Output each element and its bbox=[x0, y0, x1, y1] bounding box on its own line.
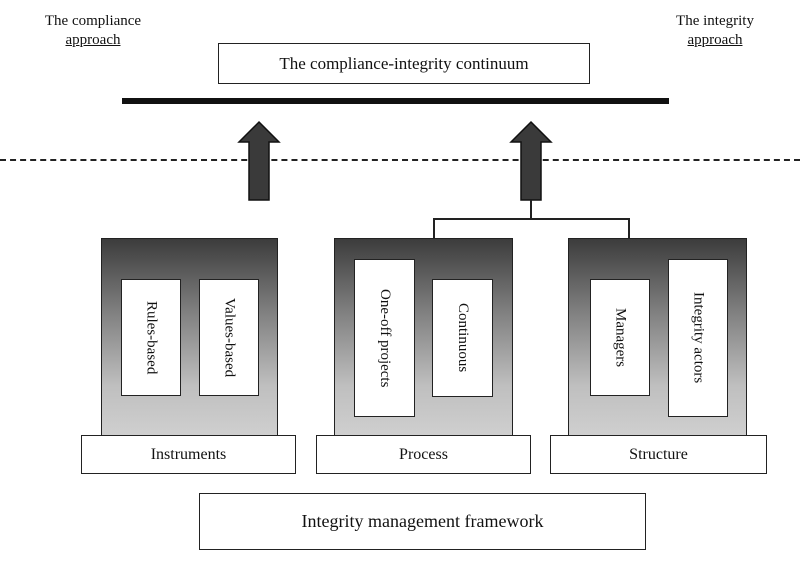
up-arrow-left bbox=[237, 120, 281, 201]
structure-label: Structure bbox=[629, 445, 688, 463]
process-label: Process bbox=[399, 445, 448, 463]
framework-box: Integrity management framework bbox=[199, 493, 646, 550]
structure-label-box: Structure bbox=[550, 435, 767, 474]
continuum-label: The compliance-integrity continuum bbox=[279, 53, 529, 73]
integrity-actors-box: Integrity actors bbox=[668, 259, 728, 417]
continuum-box: The compliance-integrity continuum bbox=[218, 43, 590, 84]
continuous-box: Continuous bbox=[432, 279, 493, 397]
instruments-label: Instruments bbox=[150, 445, 227, 463]
integrity-approach-line2: approach bbox=[687, 32, 743, 48]
one-off-projects-box: One-off projects bbox=[354, 259, 415, 417]
dashed-divider bbox=[0, 159, 800, 161]
integrity-approach-label: The integrity approach bbox=[660, 12, 770, 50]
bracket-stem bbox=[530, 200, 532, 218]
instruments-label-box: Instruments bbox=[81, 435, 296, 474]
compliance-approach-label: The compliance approach bbox=[28, 12, 158, 50]
managers-box: Managers bbox=[590, 279, 650, 396]
compliance-approach-line2: approach bbox=[65, 32, 121, 48]
integrity-actors-label: Integrity actors bbox=[690, 292, 707, 384]
compliance-approach-line1: The compliance bbox=[44, 13, 142, 29]
pillar-structure: Managers Integrity actors bbox=[568, 238, 747, 436]
rules-based-box: Rules-based bbox=[121, 279, 181, 396]
one-off-projects-label: One-off projects bbox=[377, 288, 393, 388]
bracket-left-leg bbox=[433, 218, 435, 239]
pillar-process: One-off projects Continuous bbox=[334, 238, 513, 436]
bracket-bar bbox=[433, 218, 629, 220]
integrity-approach-line1: The integrity bbox=[676, 13, 754, 29]
framework-label: Integrity management framework bbox=[301, 511, 544, 531]
up-arrow-right bbox=[509, 120, 553, 201]
bracket-right-leg bbox=[628, 218, 630, 239]
values-based-box: Values-based bbox=[199, 279, 259, 396]
process-label-box: Process bbox=[316, 435, 531, 474]
rules-based-label: Rules-based bbox=[143, 300, 160, 375]
pillar-instruments: Rules-based Values-based bbox=[101, 238, 278, 436]
managers-label: Managers bbox=[612, 307, 629, 368]
continuum-bar bbox=[122, 98, 669, 104]
values-based-label: Values-based bbox=[221, 297, 238, 378]
continuous-label: Continuous bbox=[455, 303, 471, 373]
